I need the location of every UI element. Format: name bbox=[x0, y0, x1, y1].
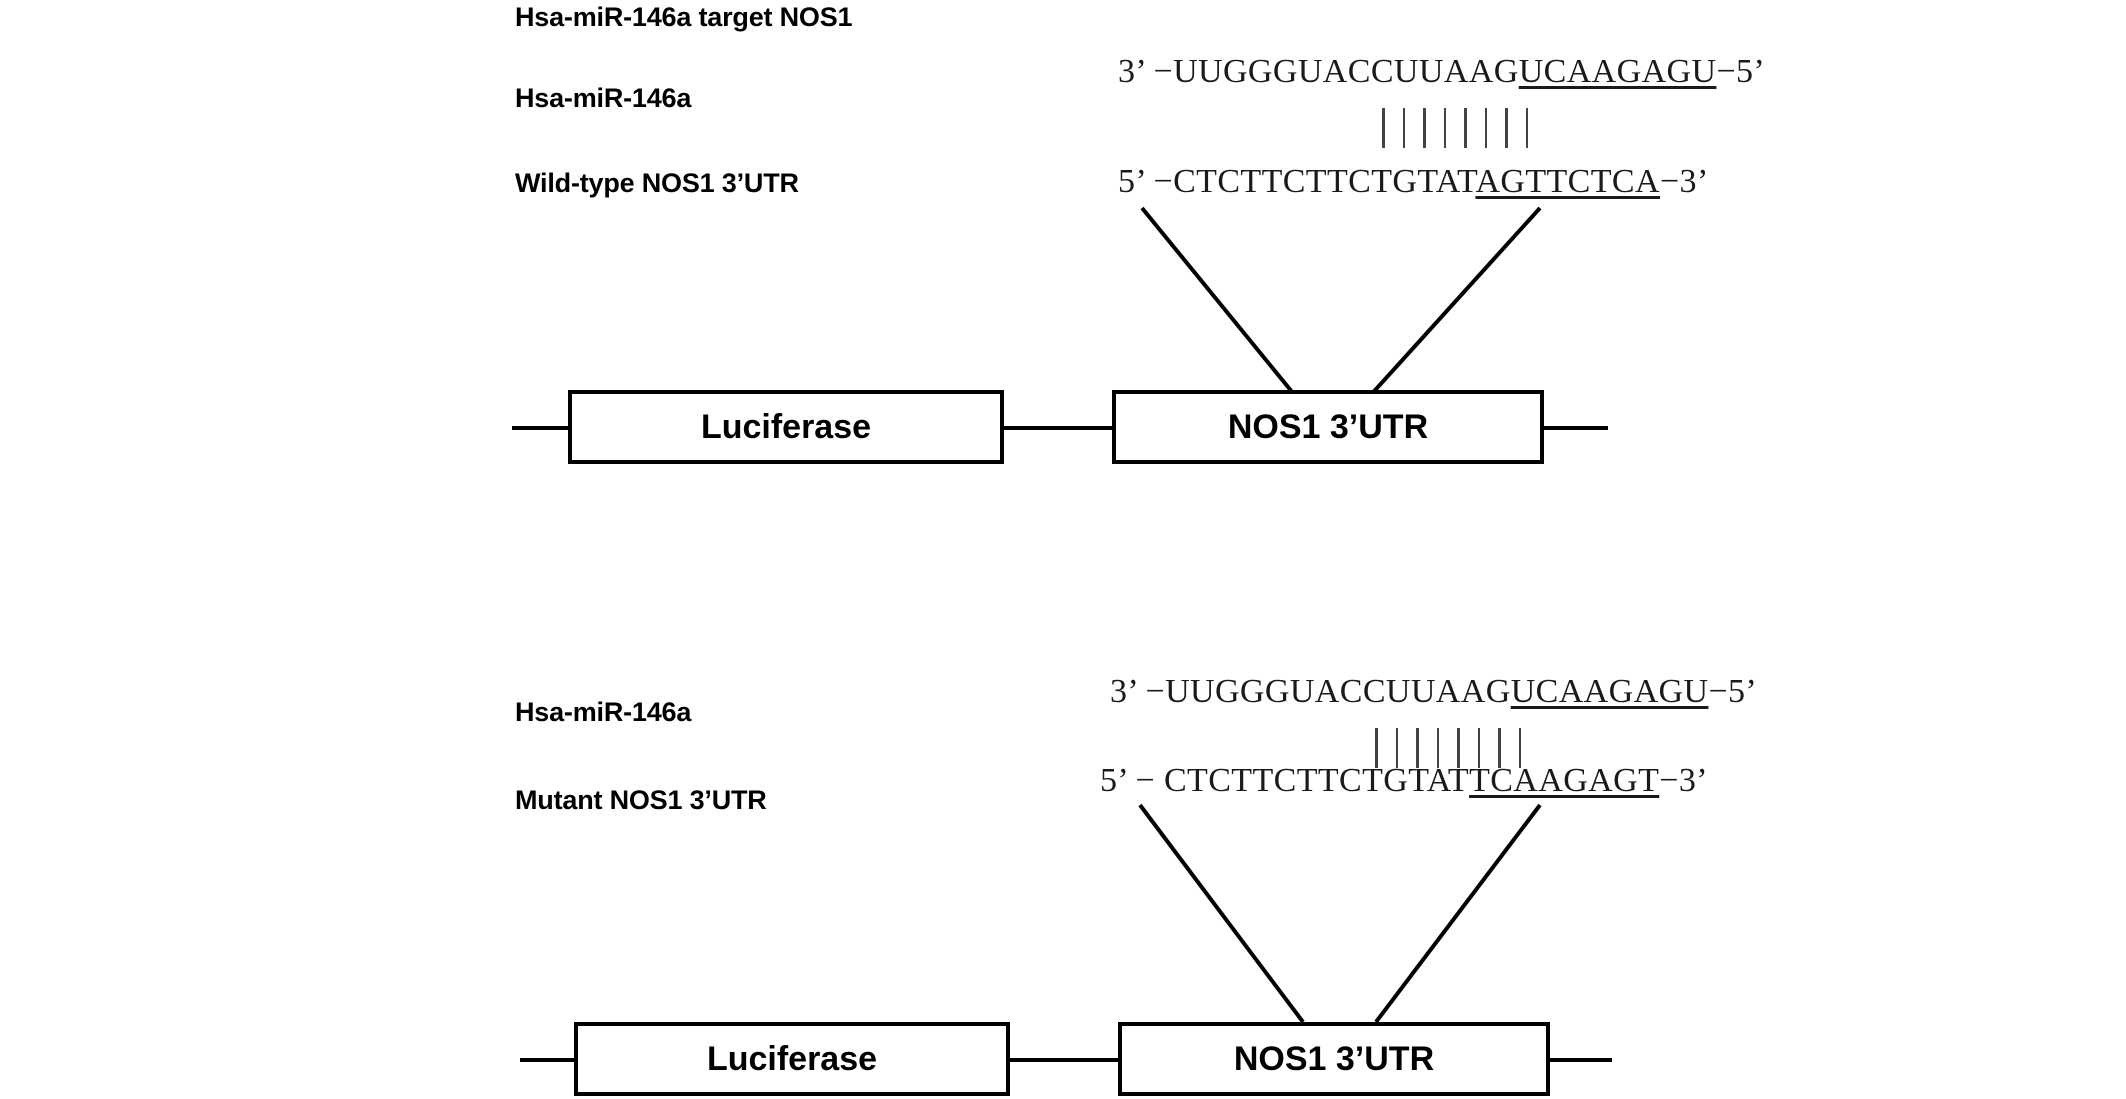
wildtype-mirna-sequence: 3’ −UUGGGUACCUUAAGUCAAGAGU−5’ bbox=[1118, 53, 1765, 91]
pairing-bar bbox=[1505, 108, 1508, 148]
mutant-utr-sequence: 5’ − CTCTTCTTCTGTATTCAAGAGT−3’ bbox=[1100, 762, 1708, 800]
mutant-mirna-seed-match: UCAAGAGU bbox=[1510, 673, 1709, 710]
callout-line-right bbox=[1374, 803, 1542, 1024]
mutant-utr-seed-match: TCAAGAGT bbox=[1469, 762, 1660, 799]
mutant-luciferase-label: Luciferase bbox=[706, 1039, 878, 1078]
callout-line-left bbox=[1140, 206, 1299, 400]
callout-line-right bbox=[1366, 206, 1542, 400]
pairing-bar bbox=[1477, 728, 1480, 768]
pairing-bar bbox=[1395, 728, 1398, 768]
wildtype-construct-right-tail bbox=[1540, 426, 1608, 430]
wildtype-nos1-utr-label: NOS1 3’UTR bbox=[1227, 407, 1429, 446]
pairing-bar bbox=[1416, 728, 1419, 768]
wildtype-utr-seed-match: AGTTCTCA bbox=[1475, 163, 1660, 200]
mutant-construct-right-tail bbox=[1546, 1058, 1612, 1062]
pairing-bar bbox=[1498, 728, 1501, 768]
wildtype-nos1-utr-box: NOS1 3’UTR bbox=[1112, 390, 1544, 464]
pairing-bar bbox=[1464, 108, 1467, 148]
mutant-construct-left-tail bbox=[520, 1058, 576, 1062]
wildtype-luciferase-label: Luciferase bbox=[700, 407, 872, 446]
pairing-bar bbox=[1382, 108, 1385, 148]
pairing-bar bbox=[1443, 108, 1446, 148]
mutant-pairing-bars bbox=[1375, 728, 1521, 768]
pairing-bar bbox=[1423, 108, 1426, 148]
wildtype-construct-left-tail bbox=[512, 426, 570, 430]
wildtype-luciferase-box: Luciferase bbox=[568, 390, 1004, 464]
mutant-mirna-seq-start: 3’ −UUGGGUACCUUAAG bbox=[1110, 673, 1511, 710]
mutant-utr-seq-end: −3’ bbox=[1659, 762, 1708, 799]
pairing-bar bbox=[1484, 108, 1487, 148]
wildtype-utr-label: Wild-type NOS1 3’UTR bbox=[515, 168, 799, 198]
callout-line-left bbox=[1138, 803, 1305, 1024]
mutant-nos1-utr-box: NOS1 3’UTR bbox=[1118, 1022, 1550, 1096]
wildtype-mirna-label: Hsa-miR-146a bbox=[515, 83, 692, 113]
wildtype-mirna-seq-end: −5’ bbox=[1716, 53, 1766, 90]
pairing-bar bbox=[1402, 108, 1405, 148]
wildtype-utr-seq-end: −3’ bbox=[1659, 163, 1709, 200]
mutant-mirna-seq-end: −5’ bbox=[1708, 673, 1758, 710]
wildtype-utr-sequence: 5’ −CTCTTCTTCTGTATAGTTCTCA−3’ bbox=[1118, 163, 1709, 201]
wildtype-pairing-bars bbox=[1382, 108, 1528, 148]
mutant-utr-label: Mutant NOS1 3’UTR bbox=[515, 785, 767, 815]
wildtype-utr-seq-start: 5’ −CTCTTCTTCTGTAT bbox=[1118, 163, 1476, 200]
wildtype-construct-middle-link bbox=[1000, 426, 1116, 430]
wildtype-mirna-seq-start: 3’ −UUGGGUACCUUAAG bbox=[1118, 53, 1519, 90]
pairing-bar bbox=[1457, 728, 1460, 768]
pairing-bar bbox=[1375, 728, 1378, 768]
pairing-bar bbox=[1518, 728, 1521, 768]
figure-title: Hsa-miR-146a target NOS1 bbox=[515, 2, 853, 32]
mutant-utr-seq-start: 5’ − CTCTTCTTCTGTAT bbox=[1100, 762, 1470, 799]
pairing-bar bbox=[1436, 728, 1439, 768]
wildtype-mirna-seed-match: UCAAGAGU bbox=[1518, 53, 1717, 90]
mutant-luciferase-box: Luciferase bbox=[574, 1022, 1010, 1096]
pairing-bar bbox=[1525, 108, 1528, 148]
mutant-mirna-label: Hsa-miR-146a bbox=[515, 697, 692, 727]
mutant-nos1-utr-label: NOS1 3’UTR bbox=[1233, 1039, 1435, 1078]
mutant-mirna-sequence: 3’ −UUGGGUACCUUAAGUCAAGAGU−5’ bbox=[1110, 673, 1757, 711]
mutant-construct-middle-link bbox=[1006, 1058, 1120, 1062]
